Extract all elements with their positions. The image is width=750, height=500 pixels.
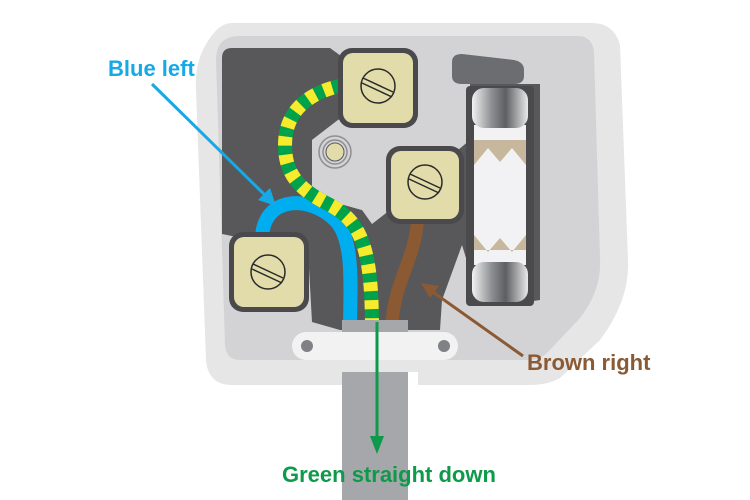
brown-wire [385, 209, 425, 331]
live-terminal [386, 146, 464, 224]
green-arrow [370, 322, 384, 454]
blue-wire [255, 196, 358, 331]
fuse [466, 86, 534, 306]
brown-arrow [421, 283, 524, 358]
blue-arrow [150, 82, 276, 206]
green-straight-down-label: Green straight down [282, 462, 496, 487]
cord-grip [292, 332, 458, 360]
plug-slot [452, 54, 524, 84]
blue-left-label: Blue left [108, 56, 195, 81]
plug-cavity [222, 48, 540, 330]
earth-terminal [338, 48, 418, 128]
earth-pin [318, 135, 352, 169]
cable-sheath [342, 320, 408, 334]
brown-right-label: Brown right [527, 350, 651, 375]
earth-wire-stripes [277, 77, 379, 331]
neutral-terminal [229, 232, 309, 312]
